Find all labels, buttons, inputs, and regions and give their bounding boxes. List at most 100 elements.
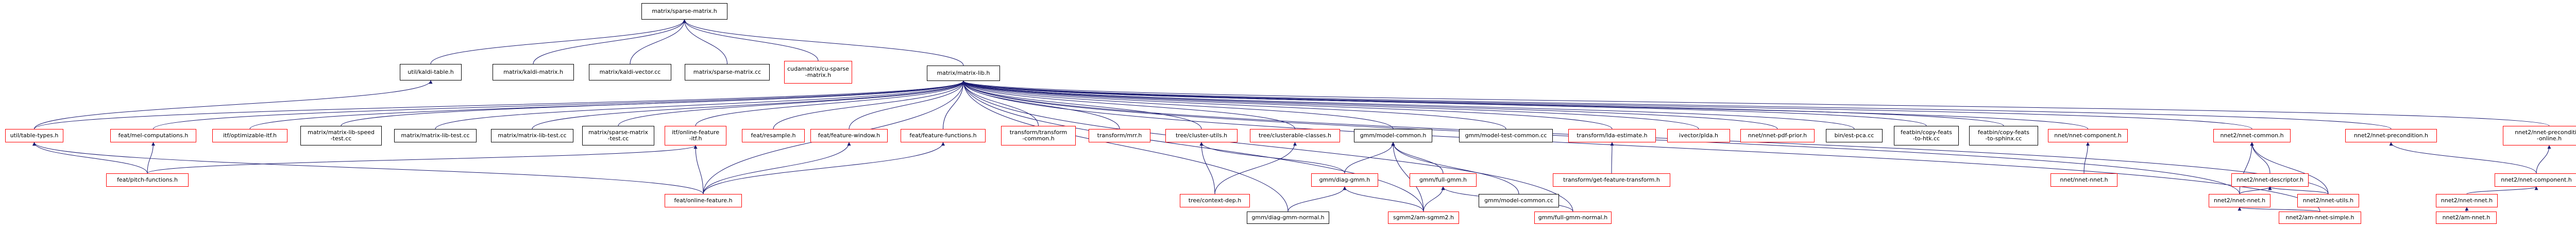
- node-context-dep[interactable]: tree/context-dep.h: [1180, 194, 1250, 207]
- node-full-gmm[interactable]: gmm/full-gmm.h: [1410, 173, 1477, 187]
- node-pitch-functions[interactable]: feat/pitch-functions.h: [106, 173, 189, 187]
- node-nnet2-nnet-nnet[interactable]: nnet2/nnet-nnet.h: [2209, 194, 2270, 207]
- edge-n_diagnormal-to-n_matlib: [961, 80, 1289, 212]
- node-nnet-pdf-prior[interactable]: nnet/nnet-pdf-prior.h: [1740, 129, 1815, 142]
- edge-n_nnet2nnetb-to-n_nnet2component: [2466, 186, 2538, 194]
- node-matrix-lib-test[interactable]: matrix/matrix-lib-test.cc: [394, 129, 477, 142]
- node-model-test-common[interactable]: gmm/model-test-common.cc: [1459, 129, 1553, 142]
- edge-n_featfun-to-n_matlib: [943, 80, 965, 129]
- node-nnet2-am-nnet[interactable]: nnet2/am-nnet.h: [2436, 212, 2497, 224]
- edge-n_onlinefeature-to-n_featfun: [703, 142, 945, 194]
- node-cluster-utils[interactable]: tree/cluster-utils.h: [1165, 129, 1238, 142]
- edge-n_modelcc-to-n_gmmcommon: [1391, 142, 1519, 194]
- node-mel-computations[interactable]: feat/mel-computations.h: [110, 129, 196, 142]
- edge-n_pca-to-n_matlib: [961, 80, 1855, 129]
- edge-n_pdfprior-to-n_matlib: [961, 80, 1778, 129]
- node-transform-common[interactable]: transform/transform -common.h: [1001, 126, 1076, 145]
- node-online-feature-itf[interactable]: itf/online-feature -itf.h: [665, 126, 726, 145]
- edge-n_nnet2simple-to-n_matlib: [961, 80, 2320, 212]
- edge-n_matlib-to-root: [683, 19, 964, 66]
- edge-n_gmmcommon-to-n_matlib: [961, 80, 1394, 129]
- node-root: matrix/sparse-matrix.h: [641, 3, 727, 20]
- node-gmm-model-common[interactable]: gmm/model-common.h: [1354, 129, 1432, 142]
- node-nnet2-precondition[interactable]: nnet2/nnet-precondition.h: [2345, 129, 2437, 142]
- edge-n_onlinefeature-to-n_window: [703, 142, 851, 194]
- node-get-feature-transform[interactable]: transform/get-feature-transform.h: [1553, 173, 1670, 187]
- node-kaldi-matrix[interactable]: matrix/kaldi-matrix.h: [493, 64, 574, 80]
- edge-n_pitch-to-n_tabletypes: [32, 142, 148, 174]
- edge-n_transform-to-n_matlib: [961, 80, 1039, 126]
- edge-n_kvec-to-root: [630, 19, 686, 64]
- node-matrix-lib-speed-test[interactable]: matrix/matrix-lib-speed -test.cc: [300, 126, 382, 145]
- edge-n_treeclsdep-to-n_treeutils: [1199, 142, 1215, 194]
- node-cu-sparse-matrix[interactable]: cudamatrix/cu-sparse -matrix.h: [784, 61, 852, 84]
- edge-n_fullnormal-to-n_matlib: [961, 80, 1573, 212]
- edge-n_nnet2precond-to-n_matlib: [961, 80, 2392, 129]
- edge-n_amsgmm2-to-n_matlib: [961, 80, 1424, 212]
- node-nnet-nnet[interactable]: nnet/nnet-nnet.h: [2050, 173, 2117, 187]
- edge-n_tabletypes-to-n_matlib: [34, 80, 965, 129]
- edge-n_resample-to-n_matlib: [773, 80, 965, 129]
- edge-n_pitch-to-n_onlinefeat: [147, 145, 698, 174]
- edge-n_table-to-root: [430, 19, 686, 64]
- node-nnet2-descriptor[interactable]: nnet2/nnet-descriptor.h: [2231, 173, 2309, 187]
- node-sparse-matrix-cc[interactable]: matrix/sparse-matrix.cc: [685, 64, 770, 80]
- node-feature-functions[interactable]: feat/feature-functions.h: [901, 129, 986, 142]
- edge-n_plda-to-n_matlib: [961, 80, 1699, 129]
- node-copy-feats-to-sphinx[interactable]: featbin/copy-feats -to-sphinx.cc: [1969, 126, 2038, 145]
- edge-n_nnet2simple-to-n_nnet2nnet: [2238, 207, 2320, 212]
- node-online-feature[interactable]: feat/online-feature.h: [665, 194, 742, 207]
- edge-n_nnetcomp-to-n_matlib: [961, 80, 2088, 129]
- edge-n_nnet2component-to-n_nnet2preconline: [2536, 145, 2551, 174]
- node-transform-mrr[interactable]: transform/mrr.h: [1089, 129, 1150, 142]
- node-nnet2-nnet-component[interactable]: nnet2/nnet-component.h: [2495, 173, 2576, 187]
- node-feature-window[interactable]: feat/feature-window.h: [810, 129, 888, 142]
- edge-n_pitch-to-n_mfcc: [147, 142, 155, 174]
- node-resample[interactable]: feat/resample.h: [742, 129, 805, 142]
- node-diag-gmm[interactable]: gmm/diag-gmm.h: [1311, 173, 1378, 187]
- node-nnet2-am-nnet-simple[interactable]: nnet2/am-nnet-simple.h: [2279, 212, 2361, 224]
- node-lda-estimate[interactable]: transform/lda-estimate.h: [1568, 129, 1656, 142]
- node-ivector-plda[interactable]: ivector/plda.h: [1667, 129, 1730, 142]
- edge-n_fullgmm-to-n_gmmcommon: [1391, 142, 1444, 174]
- node-am-sgmm2[interactable]: sgmm2/am-sgmm2.h: [1388, 212, 1459, 224]
- edge-n_amsgmm2-to-n_gmmcommon: [1391, 142, 1424, 212]
- node-util-kaldi-table[interactable]: util/kaldi-table.h: [400, 64, 462, 80]
- edge-n_amsgmm2-to-n_diaggmm: [1343, 186, 1424, 212]
- node-nnet2-nnet-nnet-b[interactable]: nnet2/nnet-nnet.h: [2436, 194, 2498, 207]
- edge-n_tabletypes-to-n_table: [34, 80, 433, 129]
- edge-n_gmmtest-to-n_matlib: [961, 80, 1506, 129]
- node-sparse-matrix-test[interactable]: matrix/sparse-matrix -test.cc: [582, 126, 654, 145]
- edge-n_nnetnnet-to-n_nnetcomp: [2083, 142, 2090, 174]
- node-table-types[interactable]: util/table-types.h: [5, 129, 63, 142]
- edge-n_nnet2am-to-n_nnet2nnetb: [2465, 207, 2469, 212]
- node-nnet2-nnet-utils[interactable]: nnet2/nnet-utils.h: [2297, 194, 2359, 207]
- edge-n_onlinefeature-to-n_tabletypes: [32, 142, 704, 194]
- edge-n_treeclsdep-to-n_treecls: [1214, 142, 1297, 194]
- node-model-common-cc[interactable]: gmm/model-common.cc: [1479, 194, 1559, 207]
- node-est-pca[interactable]: bin/est-pca.cc: [1826, 129, 1883, 142]
- edge-n_mlspeed-to-n_matlib: [341, 80, 965, 126]
- edge-n_mllib-to-n_matlib: [532, 80, 965, 129]
- node-clusterable-classes[interactable]: tree/clusterable-classes.h: [1250, 129, 1340, 142]
- node-copy-feats-to-htk[interactable]: featbin/copy-feats -to-htk.cc: [1894, 126, 1959, 145]
- edge-n_sphinx-to-n_matlib: [961, 80, 2004, 126]
- node-optimizable-itf[interactable]: itf/optimizable-itf.h: [212, 129, 287, 142]
- node-kaldi-vector[interactable]: matrix/kaldi-vector.cc: [589, 64, 671, 80]
- edge-n_nnet2utils-to-n_nnet2desc: [2268, 186, 2329, 194]
- edge-n_nnet2utils-to-n_nnet2common: [2250, 142, 2329, 194]
- node-matrix-lib-test-2[interactable]: matrix/matrix-lib-test.cc: [491, 129, 573, 142]
- node-nnet2-nnet-common[interactable]: nnet2/nnet-common.h: [2213, 129, 2291, 142]
- edge-n_mltest-to-n_matlib: [435, 80, 965, 129]
- edge-n_treeutils-to-n_matlib: [961, 80, 1202, 129]
- node-full-gmm-normal[interactable]: gmm/full-gmm-normal.h: [1534, 212, 1612, 224]
- edge-n_diagnormal-to-n_diaggmm: [1287, 186, 1347, 212]
- node-diag-gmm-normal[interactable]: gmm/diag-gmm-normal.h: [1247, 212, 1329, 224]
- edge-n_kmat-to-root: [533, 19, 686, 64]
- node-nnet2-precondition-online[interactable]: nnet2/nnet-precondition -online.h: [2503, 126, 2576, 145]
- node-matrix-lib[interactable]: matrix/matrix-lib.h: [927, 66, 1000, 81]
- edge-n_window-to-n_matlib: [849, 80, 965, 129]
- node-nnet-component[interactable]: nnet/nnet-component.h: [2048, 129, 2128, 142]
